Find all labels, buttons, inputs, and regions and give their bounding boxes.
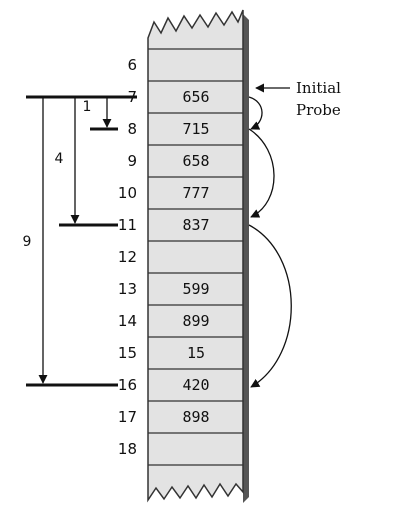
cell-index: 10 xyxy=(118,184,137,202)
cell-value: 899 xyxy=(182,312,209,330)
step-label-4: 4 xyxy=(55,151,64,167)
cell-index: 8 xyxy=(127,120,137,138)
probe-arrow-7-to-8 xyxy=(248,96,263,130)
cell-value: 898 xyxy=(182,408,209,426)
cell-index: 14 xyxy=(118,312,137,330)
cell-value: 715 xyxy=(182,120,209,138)
cell-index: 6 xyxy=(127,56,137,74)
cell-value: 777 xyxy=(182,184,209,202)
cell-value: 656 xyxy=(182,88,209,106)
cell-index: 17 xyxy=(118,408,137,426)
cell-value: 837 xyxy=(182,216,209,234)
initial-probe-label-line2: Probe xyxy=(296,101,341,119)
step-label-1: 1 xyxy=(83,99,92,115)
cell-value: 599 xyxy=(182,280,209,298)
initial-probe-label-line1: Initial xyxy=(296,79,341,97)
step-label-9: 9 xyxy=(23,234,32,250)
cell-index: 15 xyxy=(118,344,137,362)
cell-index: 16 xyxy=(118,376,137,394)
cell-value: 420 xyxy=(182,376,209,394)
probe-arrow-11-to-16 xyxy=(248,224,292,388)
array-body xyxy=(147,9,244,503)
cell-index: 18 xyxy=(118,440,137,458)
array-shadow xyxy=(243,14,249,503)
cell-index: 9 xyxy=(127,152,137,170)
cell-value: 658 xyxy=(182,152,209,170)
array-cells: 6765687159658107771183712135991489915151… xyxy=(118,48,243,466)
cell-index: 11 xyxy=(118,216,137,234)
cell-index: 12 xyxy=(118,248,137,266)
cell-value: 15 xyxy=(187,344,205,362)
probe-arrow-8-to-11 xyxy=(248,128,275,218)
cell-index: 13 xyxy=(118,280,137,298)
